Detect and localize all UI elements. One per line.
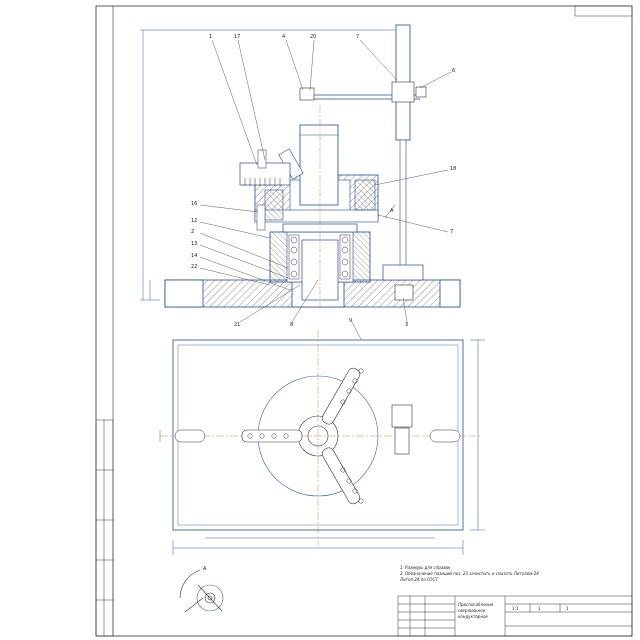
callout-1: 1 [209,34,212,40]
sheet-number: 1 [538,606,541,611]
callout-6: 6 [452,68,455,74]
callout-14: 14 [191,253,197,259]
drill-arm [299,81,427,103]
callout-18: 18 [450,166,456,172]
corner-stamp [574,5,633,17]
callout-9: 9 [349,318,352,324]
sheets-total: 1 [566,606,569,611]
callout-4: 4 [282,34,285,40]
callout-17: 17 [234,34,240,40]
center-bore [307,425,329,447]
callout-16: 16 [191,201,197,207]
plan-dimensions [159,339,485,555]
height-dimension [140,29,400,301]
callout-13: 13 [191,241,197,247]
right-slot [429,429,461,443]
callout-7-top: 7 [356,34,359,40]
view-arrow-label: A [390,208,394,214]
callout-3: 3 [405,322,408,328]
callout-20: 20 [310,34,316,40]
plan-drill-unit [391,404,413,455]
title-line-2: сверлильное [458,608,486,613]
callout-22: 22 [191,264,197,270]
view-arrow [384,204,396,219]
note-3: Литол-24 по ГОСТ [399,577,438,582]
title-line-1: Приспособление [458,602,494,607]
left-stamp-columns [95,419,114,637]
left-slot [174,429,206,443]
vertical-column [382,24,424,301]
title-line-3: кондукторное [458,614,488,619]
note-1: 1. Размеры для справок [400,565,451,570]
callout-2: 2 [191,229,194,235]
clamp-holes [247,368,364,504]
front-leaders [199,39,452,406]
callout-12: 12 [191,218,197,224]
sheet-border [95,5,633,637]
note-2: 2. Обозначение позиций поз. 23 зачистить… [400,571,539,576]
callout-7-right: 7 [450,229,453,235]
view-a-label: A [203,566,207,572]
left-clamp [239,149,291,186]
callout-8: 8 [290,322,293,328]
workpiece [278,124,339,206]
title-block [397,595,633,637]
view-a-detail [179,569,224,613]
callout-21: 21 [234,322,240,328]
scale-value: 1:1 [512,606,519,611]
